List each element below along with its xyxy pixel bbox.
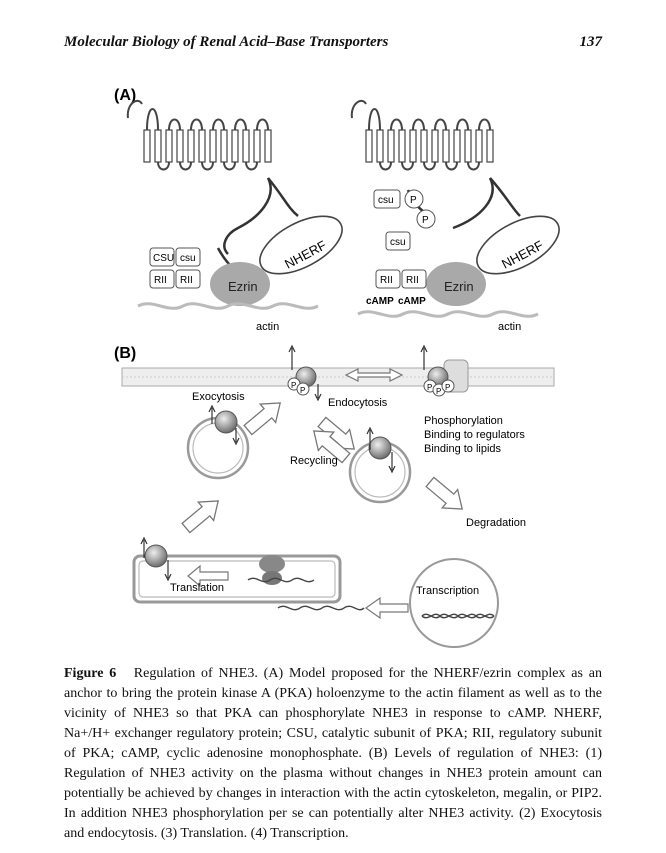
camp-label-right-2: cAMP (398, 296, 426, 307)
csu-box-right (373, 189, 401, 209)
ezrin-label-left: Ezrin (228, 279, 258, 294)
camp-label-right-1: cAMP (366, 296, 394, 307)
phospho-p-label-right-1: P (410, 195, 417, 206)
nucleus (409, 558, 499, 648)
ezrin-shape-left (210, 262, 270, 306)
plasma-membrane (121, 367, 555, 387)
exocytosis-vesicle (186, 404, 250, 480)
rii-box-right-2 (401, 269, 427, 289)
transcription-arrow (364, 596, 409, 620)
p-label-b-2: P (300, 386, 305, 395)
transcription-label: Transcription (416, 585, 479, 597)
csu-label-right: csu (378, 195, 394, 206)
nhe3-membrane-right: P P P (420, 344, 469, 397)
panel-b-label: (B) (114, 345, 136, 362)
phosphorylation-label: Phosphorylation (424, 415, 503, 427)
p-label-b-3: P (427, 383, 432, 392)
csu-free-label-right: csu (390, 237, 406, 248)
actin-filament-left (137, 302, 319, 310)
csu-free-box-right (385, 231, 411, 251)
degradation-label: Degradation (466, 517, 526, 529)
ezrin-label-right: Ezrin (444, 279, 474, 294)
p-label-b-4: P (436, 387, 441, 396)
endocytosis-label: Endocytosis (328, 397, 388, 409)
running-title: Molecular Biology of Renal Acid–Base Tra… (64, 34, 389, 50)
actin-label-left: actin (256, 321, 279, 333)
caption-label: Figure 6 (64, 666, 117, 681)
nherf-shape-left (259, 215, 343, 275)
figure-6-graphic: (A) NHERF Ezrin CSU csu RII RII actin cs… (114, 87, 560, 648)
nhe3-transmembrane-right (365, 108, 494, 171)
csu-label-left-1: CSU (153, 253, 174, 264)
ribosome-small (262, 571, 282, 585)
nhe3-membrane-left: P P (287, 344, 322, 402)
rii-box-left-2 (175, 269, 201, 289)
panel-a-left-model: NHERF Ezrin CSU csu RII RII actin (126, 99, 343, 333)
actin-filament-right (357, 310, 539, 318)
rii-label-left-2: RII (180, 275, 193, 286)
binding-regulators-label: Binding to regulators (424, 429, 525, 441)
endocytosis-vesicle (348, 426, 412, 504)
rii-box-right-1 (375, 269, 401, 289)
mrna-compartment (247, 577, 315, 583)
rii-label-right-1: RII (380, 275, 393, 286)
binding-lipids-label: Binding to lipids (424, 443, 502, 455)
translation-label: Translation (170, 582, 224, 594)
translation-compartment (132, 536, 342, 604)
exocytosis-label: Exocytosis (192, 391, 245, 403)
dna-strand-2 (421, 613, 495, 619)
phospho-p-label-right-2: P (422, 215, 429, 226)
lateral-movement-arrow (344, 368, 404, 382)
nherf-shape-right (476, 215, 560, 275)
ezrin-shape-right (426, 262, 486, 306)
rii-label-right-2: RII (406, 275, 419, 286)
rii-box-left-1 (149, 269, 175, 289)
csu-label-left-2: csu (180, 253, 196, 264)
translation-arrow (187, 564, 229, 588)
panel-a-right-model: csu P P csu NHERF Ezrin RII RII cAMP cAM… (350, 99, 560, 333)
exocytosis-arrow (239, 393, 289, 440)
mrna-cytoplasm (277, 605, 365, 611)
rii-label-left-1: RII (154, 275, 167, 286)
actin-label-right: actin (498, 321, 521, 333)
p-label-b-1: P (291, 381, 296, 390)
running-header: Molecular Biology of Renal Acid–Base Tra… (64, 34, 602, 56)
phospho-p-right-1 (404, 189, 424, 209)
p-label-b-5: P (445, 383, 450, 392)
figure-caption: Figure 6 Regulation of NHE3. (A) Model p… (64, 664, 602, 844)
phospho-p-right-2 (416, 209, 436, 229)
csu-box-left-1 (149, 247, 175, 267)
recycling-label: Recycling (290, 455, 338, 467)
csu-box-left-2 (175, 247, 201, 267)
degradation-arrow (421, 472, 471, 519)
page-number: 137 (579, 34, 603, 50)
figure-6: (A) NHERF Ezrin CSU csu RII RII actin cs… (108, 78, 560, 648)
panel-a-label: (A) (114, 87, 136, 104)
translation-to-exocytosis-arrow (177, 491, 227, 538)
nhe3-transmembrane-left (143, 108, 272, 171)
ribosome-large (259, 555, 285, 573)
caption-text: Regulation of NHE3. (A) Model proposed f… (64, 666, 602, 841)
